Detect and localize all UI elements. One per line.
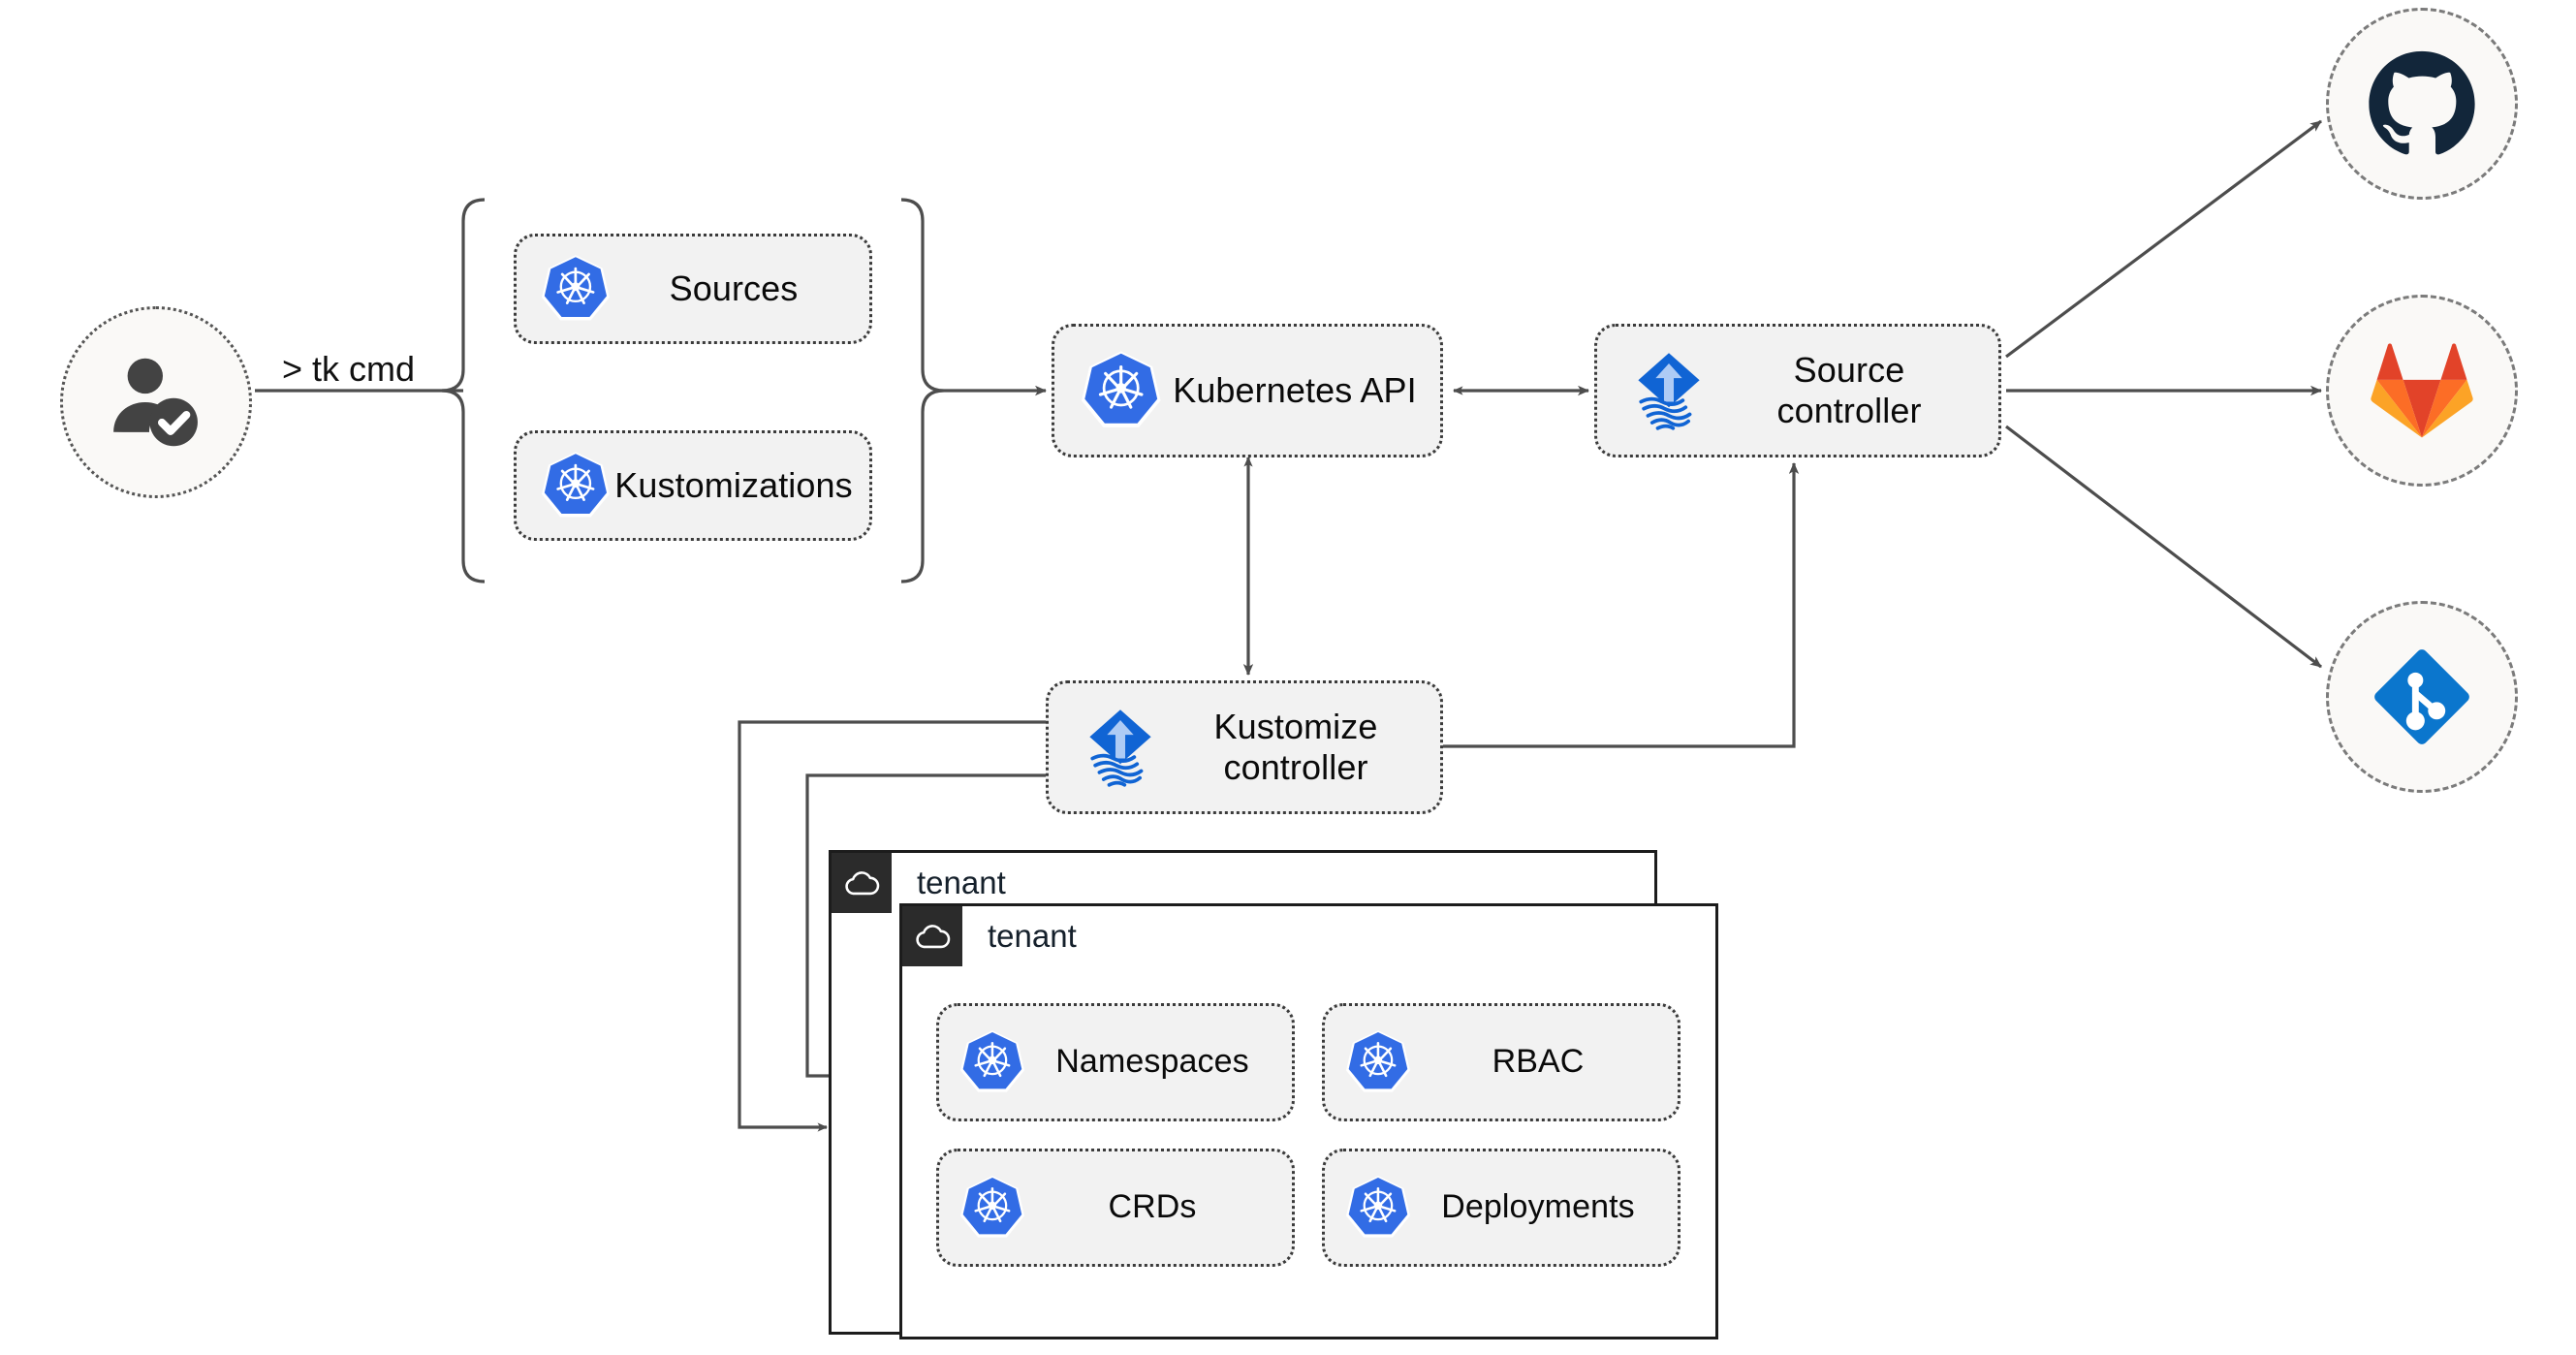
user-check-icon: [113, 358, 198, 447]
wire-source-to-github: [2005, 119, 2322, 359]
provider-github[interactable]: [2326, 8, 2518, 200]
node-kustomize-controller[interactable]: Kustomize controller: [1046, 680, 1443, 814]
node-namespaces[interactable]: Namespaces: [936, 1003, 1295, 1121]
actor-user: [60, 306, 252, 498]
flux-icon: [1597, 346, 1713, 435]
node-deployments[interactable]: Deployments: [1322, 1149, 1681, 1267]
node-kustomizations[interactable]: Kustomizations: [514, 430, 872, 541]
node-rbac[interactable]: RBAC: [1322, 1003, 1681, 1121]
cloud-icon: [902, 906, 962, 966]
tenant-header: tenant: [832, 853, 1006, 913]
flux-icon: [1049, 703, 1165, 792]
node-label: Kustomize controller: [1213, 707, 1378, 787]
node-label: Source controller: [1776, 350, 1922, 430]
node-label: Kustomizations: [614, 465, 853, 506]
tenant-header: tenant: [902, 906, 1077, 966]
git-repository-icon: [2374, 649, 2469, 744]
wire-kustomize-to-tenant-1: [738, 720, 1046, 1132]
tenant-resource-grid: Namespaces: [936, 1003, 1681, 1267]
github-icon: [2369, 50, 2475, 155]
command-label: > tk cmd: [282, 349, 416, 389]
kubernetes-icon: [1325, 1175, 1412, 1241]
node-label: RBAC: [1492, 1043, 1585, 1081]
node-source-controller[interactable]: Source controller: [1594, 324, 2001, 457]
tenant-label: tenant: [988, 918, 1077, 954]
tenant-card-front[interactable]: tenant: [899, 903, 1718, 1339]
node-label: Kubernetes API: [1173, 370, 1417, 411]
provider-git[interactable]: [2326, 601, 2518, 793]
node-label: Deployments: [1441, 1188, 1635, 1226]
kubernetes-icon: [1325, 1029, 1412, 1095]
brace-left: [441, 198, 486, 583]
kubernetes-icon: [939, 1175, 1026, 1241]
node-label: Namespaces: [1055, 1043, 1249, 1081]
cloud-icon: [832, 853, 892, 913]
node-sources[interactable]: Sources: [514, 234, 872, 344]
kubernetes-icon: [517, 254, 612, 324]
node-label: CRDs: [1108, 1188, 1197, 1226]
provider-gitlab[interactable]: [2326, 295, 2518, 487]
node-label: Sources: [669, 268, 799, 309]
brace-right: [900, 198, 945, 583]
wire-kustomize-to-source: [1443, 462, 1800, 748]
kubernetes-icon: [939, 1029, 1026, 1095]
tenant-label: tenant: [917, 865, 1006, 900]
node-kubernetes-api[interactable]: Kubernetes API: [1052, 324, 1443, 457]
gitlab-icon: [2371, 343, 2473, 438]
wire-source-to-git: [2005, 425, 2322, 669]
kubernetes-icon: [1054, 350, 1163, 431]
node-crds[interactable]: CRDs: [936, 1149, 1295, 1267]
kubernetes-icon: [517, 451, 612, 520]
